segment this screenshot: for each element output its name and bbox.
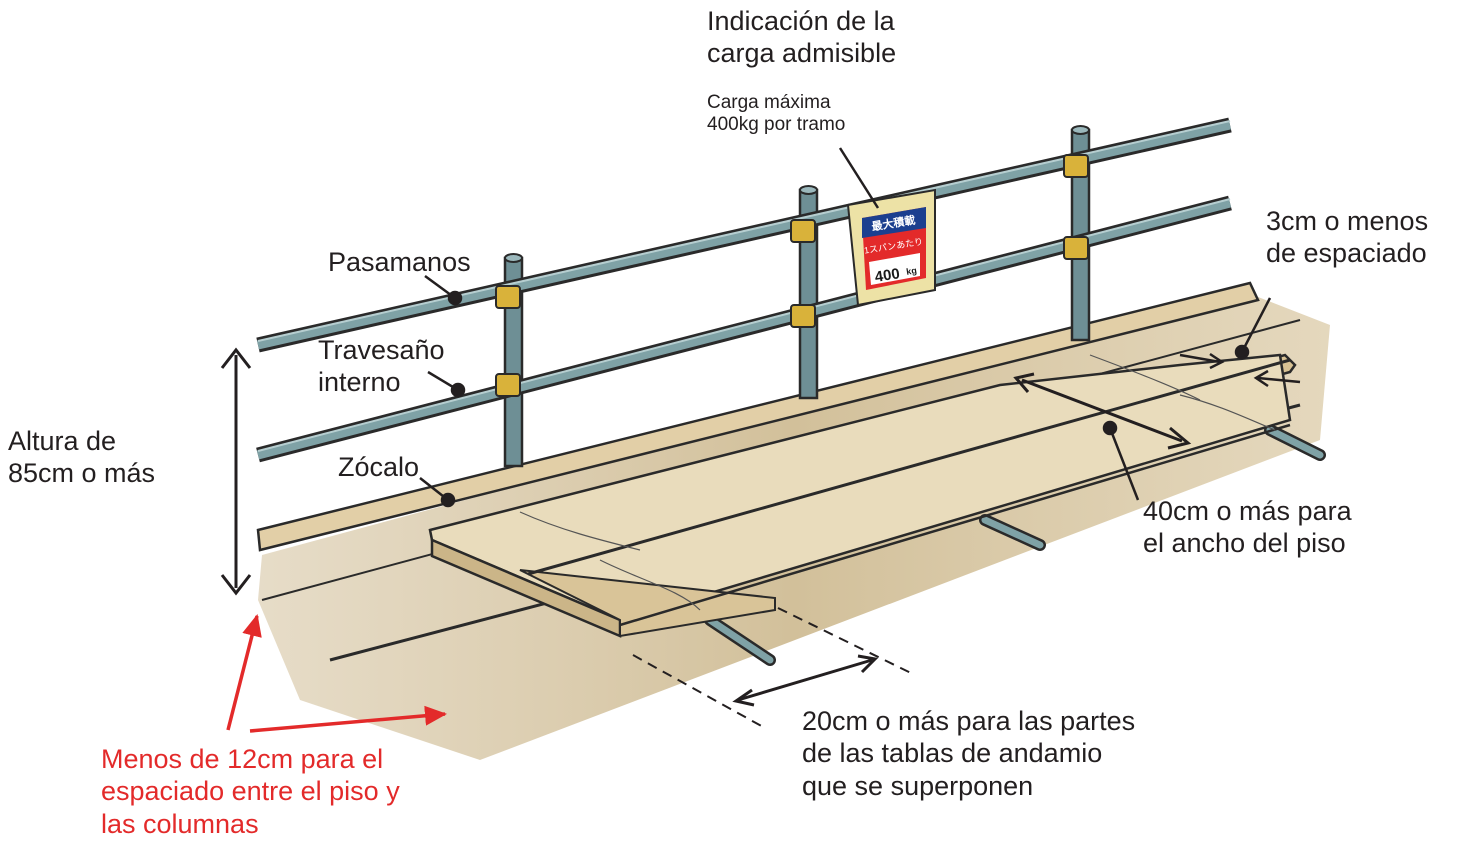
label-superponen: 20cm o más para las partes de las tablas… <box>802 706 1136 801</box>
load-sign: 最大積載 1スパンあたり 400 kg <box>846 188 936 307</box>
label-zocalo: Zócalo <box>338 452 420 482</box>
label-indicacion: Indicación de la carga admisible <box>707 6 897 69</box>
label-altura: Altura de 85cm o más <box>8 426 156 489</box>
toe-board <box>256 281 1260 552</box>
clamps <box>495 154 1089 397</box>
cross-pipes <box>704 424 1326 666</box>
label-ancho-piso: 40cm o más para el ancho del piso <box>1143 496 1352 559</box>
label-menos-12cm: Menos de 12cm para el espaciado entre el… <box>101 744 400 839</box>
label-travesano: Travesaño interno <box>318 335 445 398</box>
floor-width-arrow <box>1021 378 1183 443</box>
sign-value: 400 <box>874 265 901 286</box>
label-pasamanos: Pasamanos <box>328 247 471 277</box>
gap-3cm-arrows <box>1179 352 1301 388</box>
label-carga-maxima: Carga máxima 400kg por tramo <box>707 92 846 135</box>
label-espaciado-3cm: 3cm o menos de espaciado <box>1266 206 1429 269</box>
sign-unit: kg <box>906 265 918 277</box>
leader-lines <box>419 147 1272 508</box>
red-arrows <box>226 614 447 733</box>
floor-board-lower <box>519 569 776 638</box>
overlap-dimension <box>632 607 916 729</box>
